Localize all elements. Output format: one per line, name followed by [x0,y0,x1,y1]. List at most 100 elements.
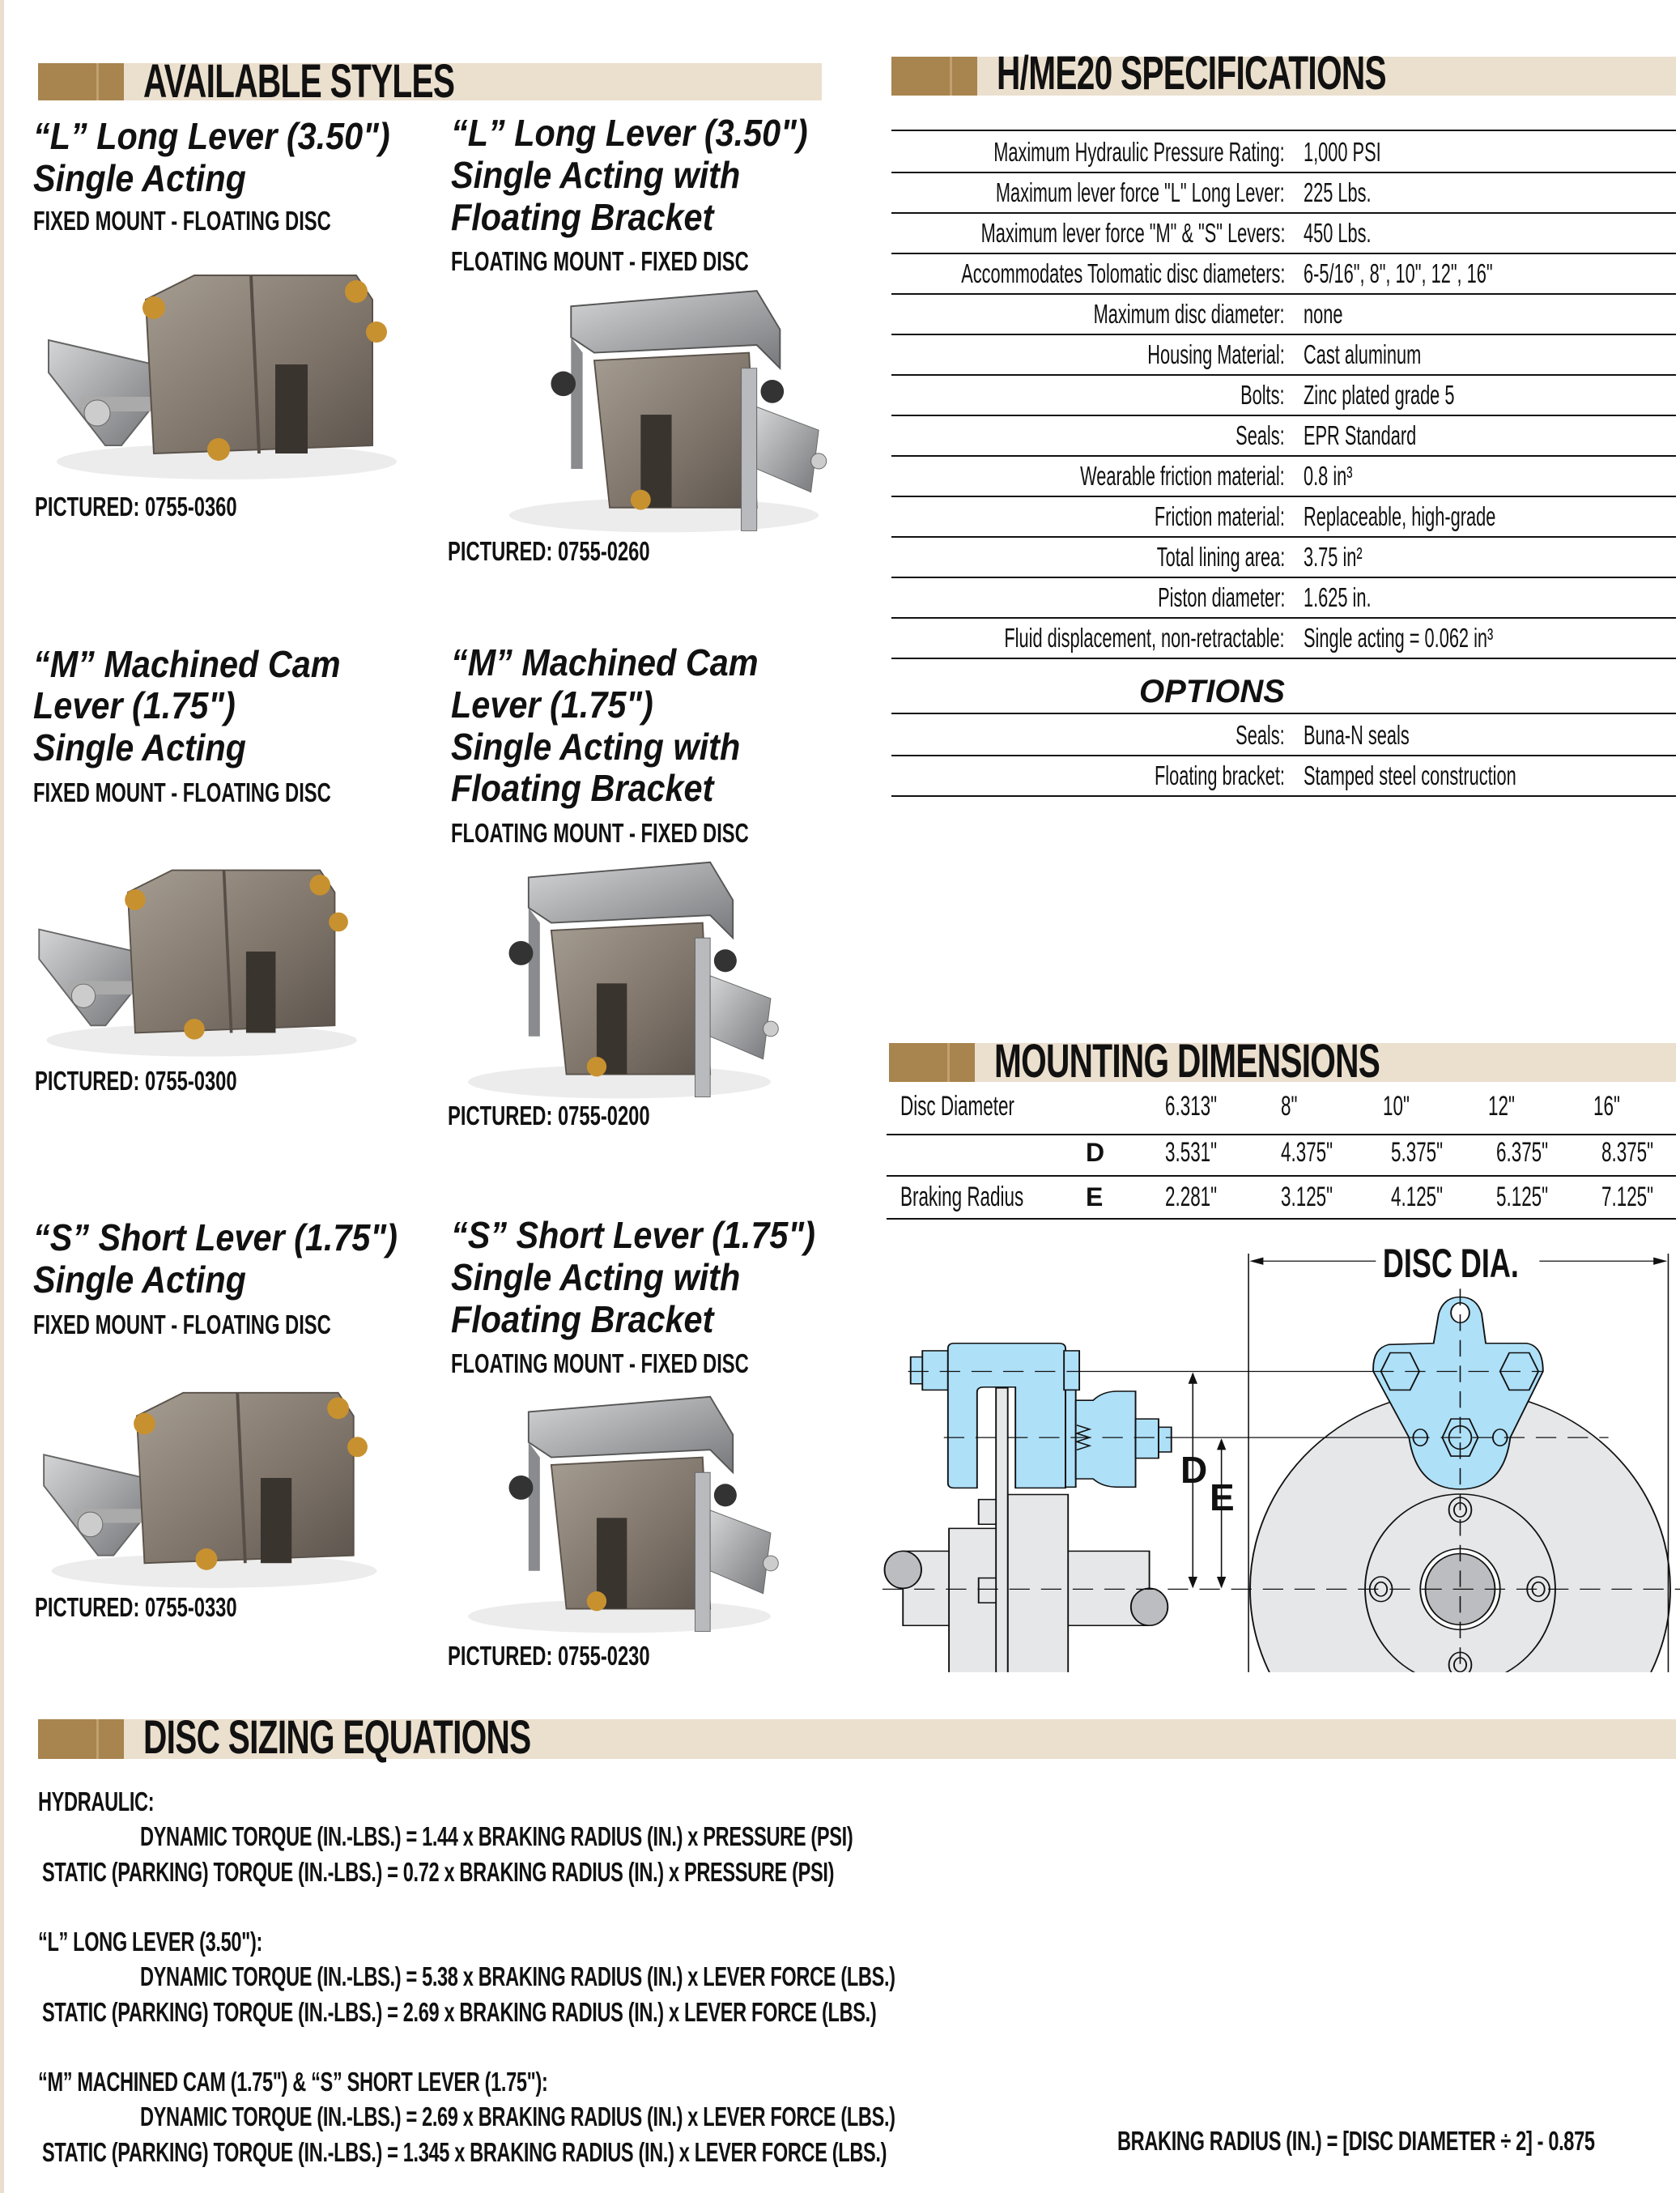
specifications-header: H/ME20 SPECIFICATIONS [891,50,1676,97]
section-title: MOUNTING DIMENSIONS [994,1035,1380,1088]
equation-group-title: “M” MACHINED CAM (1.75") & “S” SHORT LEV… [38,2067,548,2097]
dynamic-torque-equation: DYNAMIC TORQUE (IN.-LBS.) = 2.69 x BRAKI… [140,2101,895,2131]
table-rule [891,713,1676,714]
spec-label: Seals: [1236,420,1285,450]
spec-label: Fluid displacement, non-retractable: [1004,623,1285,653]
e-value: 5.125" [1496,1182,1549,1212]
spec-label: Maximum Hydraulic Pressure Rating: [993,137,1285,167]
spec-value: 450 Lbs. [1304,218,1372,248]
spec-row: Fluid displacement, non-retractable:Sing… [891,617,1676,659]
spec-row: Maximum lever force "L" Long Lever:225 L… [891,172,1676,214]
spec-row: Maximum disc diameter: none [891,293,1676,335]
option-label: Floating bracket: [1154,760,1285,790]
spec-label: Piston diameter: [1157,582,1285,612]
spec-value: 6-5/16", 8", 10", 12", 16" [1304,258,1493,288]
pictured-part-number: PICTURED: 0755-0300 [35,1066,237,1096]
d-dimension-label: D [1180,1449,1208,1491]
header-block-divider [96,1719,99,1759]
style-mount: FIXED MOUNT - FLOATING DISC [33,206,331,236]
disc-dia-label: DISC DIA. [1380,1241,1521,1286]
header-block [889,1043,975,1082]
spec-value: Zinc plated grade 5 [1304,380,1455,410]
style-title-line: Single Acting [33,1258,246,1301]
style-title-line: “L” Long Lever (3.50") [451,112,808,154]
dynamic-torque-equation: DYNAMIC TORQUE (IN.-LBS.) = 1.44 x BRAKI… [140,1821,853,1851]
mounting-dimensions-header: MOUNTING DIMENSIONS [889,1038,1676,1085]
table-rule [887,1175,1676,1177]
piston-housing [1074,1390,1137,1488]
caliper-photo-0755-0200 [445,846,793,1105]
equation-group-title: “L” LONG LEVER (3.50"): [38,1927,262,1957]
option-value: Buna-N seals [1304,720,1410,750]
e-value: 4.125" [1391,1182,1444,1212]
style-title-line: “S” Short Lever (1.75") [33,1216,398,1258]
caliper-body [946,1343,1066,1489]
option-value: Stamped steel construction [1304,760,1516,790]
spec-label: Wearable friction material: [1080,461,1285,491]
header-block-divider [950,57,952,96]
options-heading: OPTIONS [1138,674,1285,709]
pictured-part-number: PICTURED: 0755-0230 [448,1641,650,1671]
d-value: 6.375" [1496,1137,1549,1168]
d-value: 5.375" [1391,1137,1444,1168]
style-mount: FLOATING MOUNT - FIXED DISC [451,1348,749,1378]
e-value: 2.281" [1165,1182,1218,1212]
spec-value: none [1304,299,1343,329]
style-title-line: Floating Bracket [451,196,714,238]
style-title-line: “M” Machined Cam [451,641,759,683]
spec-label: Total lining area: [1156,542,1285,572]
section-title: H/ME20 SPECIFICATIONS [997,47,1387,100]
style-title-line: “S” Short Lever (1.75") [451,1214,815,1256]
spec-row: Total lining area:3.75 in² [891,536,1676,578]
disc-edge [995,1387,1009,1672]
style-mount: FLOATING MOUNT - FIXED DISC [451,818,749,848]
d-value: 8.375" [1601,1137,1654,1168]
spec-row: Piston diameter:1.625 in. [891,577,1676,619]
option-row: Seals:Buna-N seals [891,714,1676,756]
style-title-line: Single Acting [33,157,246,199]
style-title-line: Single Acting [33,726,246,769]
style-mount: FIXED MOUNT - FLOATING DISC [33,777,331,807]
braking-radius-label: Braking Radius [900,1182,1024,1212]
spec-label: Bolts: [1240,380,1285,410]
header-block-divider [947,1043,950,1082]
style-title-line: Single Acting with [451,1256,741,1298]
disc-diameter-value: 6.313" [1165,1091,1218,1122]
spec-value: 225 Lbs. [1304,177,1372,207]
header-block [38,63,124,100]
pictured-part-number: PICTURED: 0755-0360 [35,492,237,522]
spec-value: Cast aluminum [1304,339,1422,369]
caliper-bolt [909,1356,925,1385]
option-row: Floating bracket: Stamped steel construct… [891,755,1676,797]
spec-label: Maximum disc diameter: [1093,299,1285,329]
e-dimension-label: E [1210,1476,1235,1518]
style-mount: FIXED MOUNT - FLOATING DISC [33,1309,331,1339]
pictured-part-number: PICTURED: 0755-0260 [448,536,650,566]
caliper-photo-0755-0330 [28,1361,385,1595]
caliper-photo-0755-0300 [24,834,364,1069]
section-title: DISC SIZING EQUATIONS [143,1711,531,1764]
table-rule [887,1134,1676,1135]
disc-diameter-value: 12" [1488,1091,1515,1122]
caliper-photo-0755-0360 [32,243,405,486]
table-rule [891,130,1676,131]
spec-row: Maximum lever force "M" & "S" Levers: 450… [891,212,1676,254]
spec-label: Maximum lever force "M" & "S" Levers: [980,218,1285,248]
spec-row: Housing Material:Cast aluminum [891,334,1676,376]
equation-group-title: HYDRAULIC: [38,1786,155,1816]
d-value: 3.531" [1165,1137,1218,1168]
spec-row: Maximum Hydraulic Pressure Rating:1,000 … [891,131,1676,173]
mounting-diagram [883,1254,1680,1672]
disc-diameter-label: Disc Diameter [900,1091,1014,1122]
e-value: 7.125" [1601,1182,1654,1212]
style-title-line: Lever (1.75") [451,683,653,726]
style-title-line: “M” Machined Cam [33,643,341,685]
e-letter: E [1086,1182,1104,1211]
header-block [891,57,977,96]
spec-value: 0.8 in³ [1304,461,1353,491]
style-title-line: “L” Long Lever (3.50") [33,115,390,157]
style-mount: FLOATING MOUNT - FIXED DISC [451,246,749,276]
header-block [38,1719,124,1759]
e-value: 3.125" [1281,1182,1333,1212]
caliper-photo-0755-0230 [445,1381,793,1640]
